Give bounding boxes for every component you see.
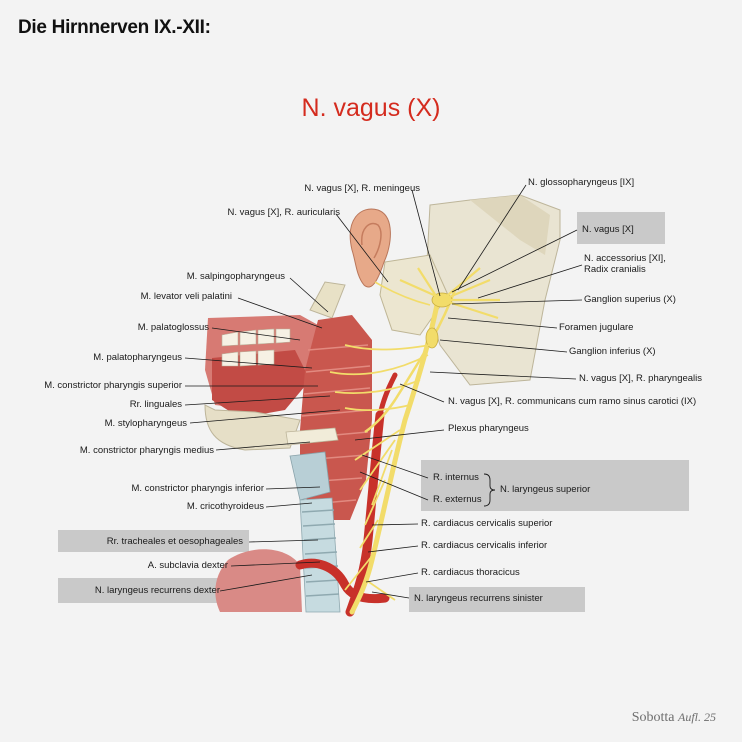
leader-pharyngealis (429, 371, 577, 380)
credit-name: Sobotta (631, 710, 675, 725)
label-laryngeus-superior: N. laryngeus superior (500, 484, 591, 495)
leader-accessorius (477, 264, 583, 299)
leader-ganglion-sup (451, 299, 583, 305)
leader-tracheales (248, 539, 319, 543)
label-ganglion-superius: Ganglion superius (X) (584, 294, 676, 305)
label-linguales: Rr. linguales (129, 399, 182, 410)
leader-cardiacus-sup (371, 523, 419, 526)
label-constrictor-superior: M. constrictor pharyngis superior (44, 380, 182, 391)
petrous-bone (379, 254, 449, 336)
label-accessorius-2: Radix cranialis (584, 264, 646, 275)
label-stylopharyngeus: M. stylopharyngeus (104, 418, 187, 429)
thyroid-cartilage (289, 451, 331, 501)
label-palatopharyngeus: M. palatopharyngeus (93, 352, 182, 363)
label-constrictor-inferior: M. constrictor pharyngis inferior (131, 483, 264, 494)
diagram-title: N. vagus (X) (301, 94, 441, 122)
leader-constrictor-inf (265, 486, 321, 490)
credit-edition: Aufl. 25 (678, 710, 716, 724)
auricular-branch (374, 281, 431, 306)
credit: Sobotta Aufl. 25 (632, 710, 716, 726)
leader-constrictor-med (215, 441, 311, 451)
label-foramen-jugulare: Foramen jugulare (559, 322, 634, 333)
label-recurrens-dexter: N. laryngeus recurrens dexter (94, 585, 220, 596)
leader-ganglion-inf (439, 339, 568, 353)
leader-glossopharyngeus (457, 184, 527, 291)
label-externus: R. externus (433, 494, 482, 505)
hyoid-bone (285, 427, 339, 446)
label-vagus: N. vagus [X] (582, 224, 634, 235)
leader-cricothyroideus (265, 502, 313, 508)
highlight-box-laryngeus-superior (421, 460, 689, 511)
label-tracheales: Rr. tracheales et oesophageales (106, 536, 243, 547)
leader-lines (184, 184, 583, 599)
leader-auricularis (335, 213, 389, 283)
label-subclavia: A. subclavia dexter (147, 560, 228, 571)
highlight-box-vagus (577, 212, 665, 244)
highlight-box-tracheales (58, 530, 249, 552)
label-cardiacus-superior: R. cardiacus cervicalis superior (421, 518, 553, 529)
leader-vagus (451, 229, 578, 293)
leader-communicans (399, 383, 445, 403)
leader-internus (361, 454, 429, 479)
nerve-roots (399, 267, 500, 320)
leader-palatoglossus (211, 327, 301, 341)
upper-teeth (221, 328, 291, 347)
label-cricothyroideus: M. cricothyroideus (186, 501, 264, 512)
label-auricularis: N. vagus [X], R. auricularis (227, 207, 340, 218)
trachea (299, 497, 341, 613)
label-constrictor-medius: M. constrictor pharyngis medius (79, 445, 214, 456)
ear-inner (361, 222, 382, 259)
label-levator-veli-palatini: M. levator veli palatini (140, 291, 232, 302)
skull-base-shadow (470, 195, 550, 255)
label-salpingopharyngeus: M. salpingopharyngeus (186, 271, 285, 282)
leader-recurrens-dexter (219, 574, 313, 592)
leader-thoracicus (365, 572, 419, 583)
label-ganglion-inferius: Ganglion inferius (X) (569, 346, 656, 357)
brace (483, 473, 496, 507)
label-communicans: N. vagus [X], R. communicans cum ramo si… (448, 396, 697, 407)
subclavian-artery (295, 558, 390, 604)
leader-stylopharyngeus (189, 409, 341, 424)
glossopharyngeal-nerve (364, 289, 457, 434)
ganglion-inferius (425, 327, 439, 349)
leader-recurrens-sinister (371, 591, 410, 599)
pharyngeal-branches (329, 344, 431, 601)
label-plexus-pharyngeus: Plexus pharyngeus (448, 423, 529, 434)
lung (215, 549, 302, 612)
leader-subclavia (230, 561, 321, 567)
label-cardiacus-thoracicus: R. cardiacus thoracicus (421, 567, 520, 578)
leader-foramen (447, 317, 558, 329)
tuba-cartilage (309, 281, 346, 319)
mandible (204, 404, 301, 451)
leader-externus (359, 471, 429, 501)
tongue (212, 350, 310, 418)
label-pharyngealis: N. vagus [X], R. pharyngealis (579, 373, 703, 384)
page-header: Die Hirnnerven IX.-XII: (18, 17, 211, 38)
label-recurrens-sinister: N. laryngeus recurrens sinister (414, 593, 543, 604)
label-accessorius-1: N. accessorius [XI], (584, 253, 666, 264)
label-meningeus: N. vagus [X], R. meningeus (304, 183, 420, 194)
leader-salpingo (289, 277, 329, 313)
leader-linguales (184, 395, 331, 406)
leader-cardiacus-inf (367, 545, 419, 553)
highlight-box-recurrens-sinister (409, 587, 585, 612)
leader-levator (237, 297, 323, 329)
leader-plexus (354, 429, 445, 441)
label-palatoglossus: M. palatoglossus (137, 322, 209, 333)
leader-palatopharyngeus (184, 357, 313, 369)
label-glossopharyngeus: N. glossopharyngeus [IX] (528, 177, 635, 188)
label-internus: R. internus (433, 472, 479, 483)
leader-meningeus (411, 189, 441, 297)
label-cardiacus-inferior: R. cardiacus cervicalis inferior (421, 540, 548, 551)
